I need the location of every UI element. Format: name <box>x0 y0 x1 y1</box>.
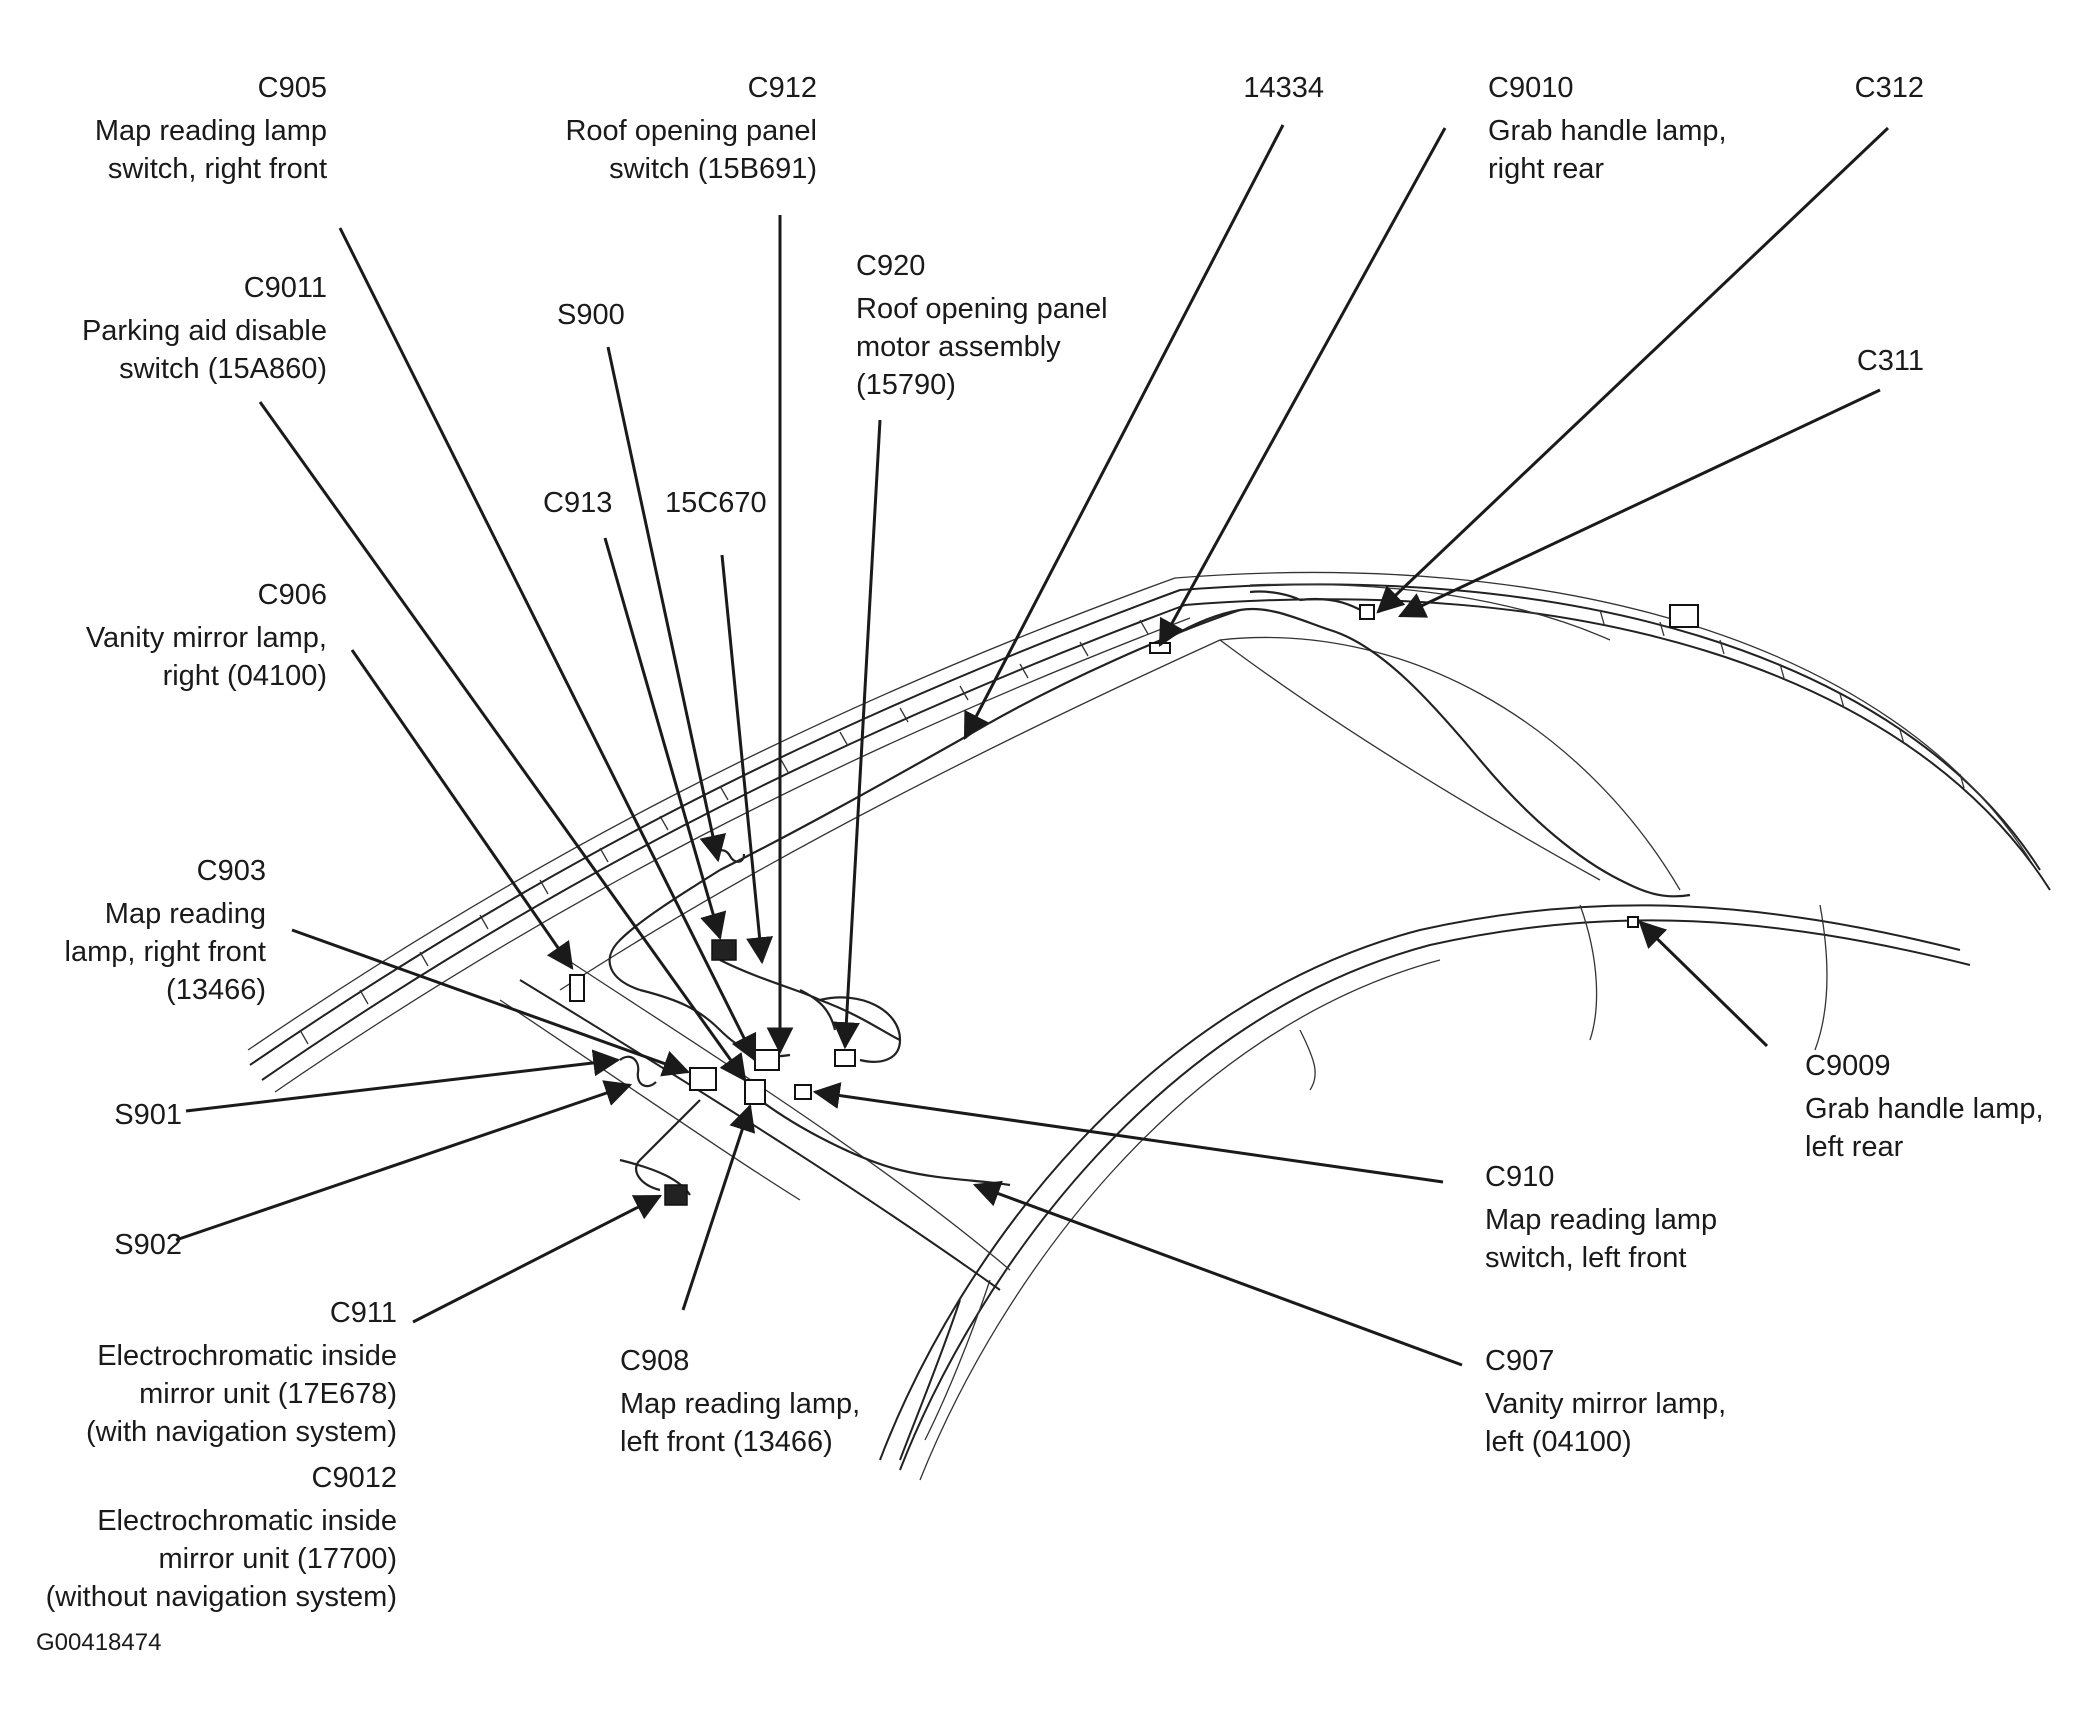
label-c912-line1: Roof opening panel <box>565 115 817 147</box>
label-c905-line1: Map reading lamp <box>95 115 327 147</box>
connector-c908-shape <box>744 1079 766 1105</box>
label-c911-code: C911 <box>330 1297 397 1329</box>
leader-s902 <box>175 1080 633 1242</box>
leader-c311 <box>1397 388 1881 618</box>
label-c9010-line2: right rear <box>1488 153 1604 185</box>
label-c9011-line2: switch (15A860) <box>119 353 327 385</box>
label-c911-line1: Electrochromatic inside <box>97 1340 397 1372</box>
label-c906-line2: right (04100) <box>163 660 327 692</box>
label-c9009-line2: left rear <box>1805 1131 1904 1163</box>
leader-15c670 <box>720 554 774 965</box>
leader-lines <box>175 124 1890 1367</box>
wiring-harness <box>569 590 1699 1206</box>
label-c910-line1: Map reading lamp <box>1485 1204 1717 1236</box>
label-c912-line2: switch (15B691) <box>609 153 817 185</box>
figure-reference: G00418474 <box>36 1629 161 1656</box>
label-c920-line1: Roof opening panel <box>856 293 1108 325</box>
label-c9010-code: C9010 <box>1488 72 1573 104</box>
label-c9012-code: C9012 <box>312 1462 397 1494</box>
label-c908-line2: left front (13466) <box>620 1426 833 1458</box>
label-c312-code: C312 <box>1855 72 1924 104</box>
label-c913-code: C913 <box>543 487 612 519</box>
label-c908-line1: Map reading lamp, <box>620 1388 860 1420</box>
label-c903-line1: Map reading <box>105 898 266 930</box>
leader-c9010 <box>1158 127 1447 647</box>
connector-c906-shape <box>569 974 585 1002</box>
leader-s901 <box>185 1049 621 1113</box>
label-c908-code: C908 <box>620 1345 689 1377</box>
label-14334-code: 14334 <box>1243 72 1324 104</box>
label-c903-line2: lamp, right front <box>65 936 266 968</box>
connector-c903-shape <box>689 1067 717 1091</box>
label-c910-code: C910 <box>1485 1161 1554 1193</box>
label-s900-code: S900 <box>557 299 625 331</box>
leader-c908 <box>681 1103 756 1311</box>
label-c903-line3: (13466) <box>166 974 266 1006</box>
label-c905-code: C905 <box>258 72 327 104</box>
leader-14334 <box>963 124 1285 740</box>
label-c906-code: C906 <box>258 579 327 611</box>
label-c910-line2: switch, left front <box>1485 1242 1686 1274</box>
label-c9011-line1: Parking aid disable <box>82 315 327 347</box>
label-c920-line2: motor assembly <box>856 331 1061 363</box>
leader-c906 <box>350 649 574 970</box>
label-c9012-line3: (without navigation system) <box>46 1581 397 1613</box>
leader-c907 <box>972 1180 1463 1367</box>
label-c906-line1: Vanity mirror lamp, <box>86 622 327 654</box>
label-c920-code: C920 <box>856 250 925 282</box>
label-c920-line3: (15790) <box>856 369 956 401</box>
label-c9012-line2: mirror unit (17700) <box>158 1543 397 1575</box>
splice-s901-shape <box>619 1055 657 1088</box>
label-s901-code: S901 <box>114 1099 182 1131</box>
label-c9009-code: C9009 <box>1805 1050 1890 1082</box>
leader-c9011 <box>258 401 747 1082</box>
label-c911-line2: mirror unit (17E678) <box>139 1378 397 1410</box>
connector-c910-shape <box>794 1084 812 1100</box>
label-c9010-line1: Grab handle lamp, <box>1488 115 1727 147</box>
connector-c920-shape <box>834 1049 856 1067</box>
leader-c9009-a <box>1638 920 1769 1048</box>
leader-c910 <box>812 1082 1444 1184</box>
leader-c905 <box>338 227 757 1063</box>
label-15c670-code: 15C670 <box>665 487 767 519</box>
leader-c920 <box>832 419 882 1050</box>
connector-c9009-shape <box>1627 916 1639 928</box>
callout-labels: C905 Map reading lamp switch, right fron… <box>36 72 2044 1656</box>
label-c907-line2: left (04100) <box>1485 1426 1632 1458</box>
label-c9012-line1: Electrochromatic inside <box>97 1505 397 1537</box>
label-c912-code: C912 <box>748 72 817 104</box>
roof-outline <box>247 571 2051 1481</box>
leader-c913 <box>603 537 727 941</box>
label-c311-code: C311 <box>1857 345 1924 377</box>
label-c907-line1: Vanity mirror lamp, <box>1485 1388 1726 1420</box>
label-c9011-code: C9011 <box>244 272 327 304</box>
label-c911-line3: (with navigation system) <box>86 1416 397 1448</box>
leader-s900 <box>606 346 727 863</box>
connector-c9010-shape <box>1669 604 1699 628</box>
connector-c911-shape <box>664 1184 688 1206</box>
connector-c912-shape <box>754 1049 780 1071</box>
connector-c312-shape <box>1359 604 1375 620</box>
connector-c913-shape <box>711 939 737 961</box>
label-c905-line2: switch, right front <box>108 153 327 185</box>
label-c907-code: C907 <box>1485 1345 1554 1377</box>
leader-c903 <box>291 928 691 1077</box>
label-c903-code: C903 <box>197 855 266 887</box>
label-s902-code: S902 <box>114 1229 182 1261</box>
label-c9009-line1: Grab handle lamp, <box>1805 1093 2044 1125</box>
leader-c911 <box>412 1194 663 1324</box>
leader-c312 <box>1376 126 1890 614</box>
